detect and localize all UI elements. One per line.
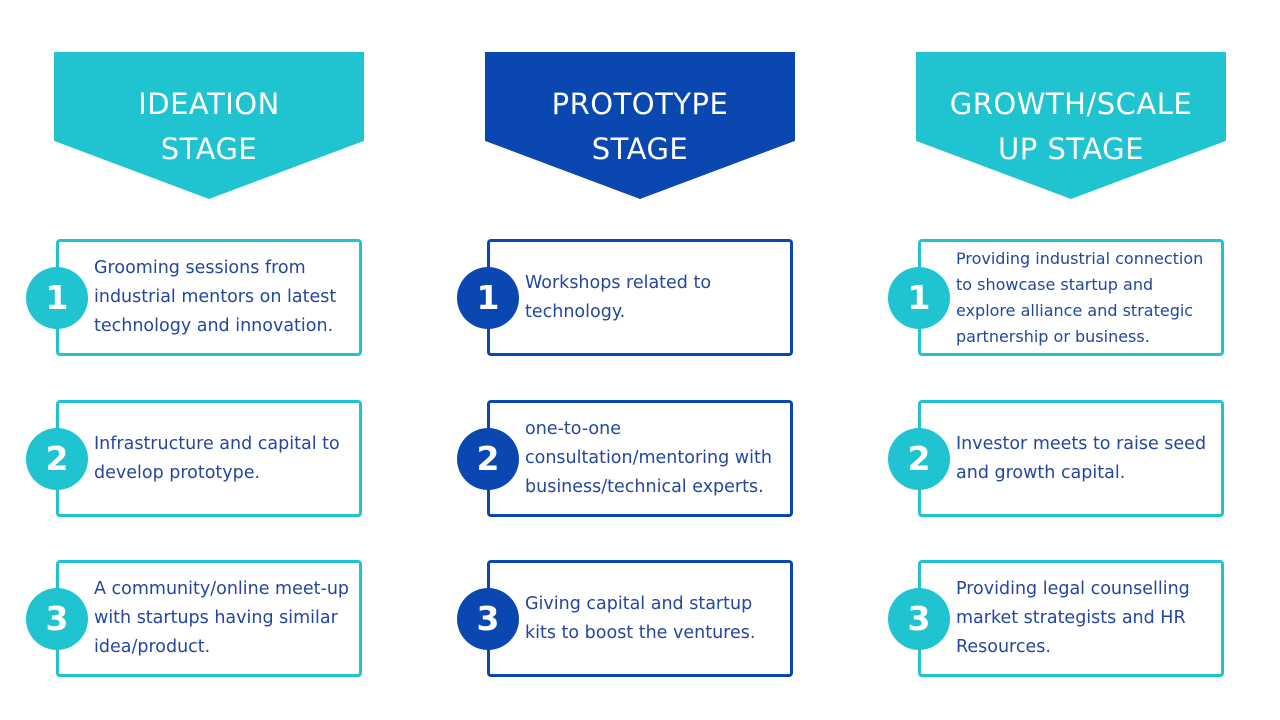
growth-step-2-card: 2 Investor meets to raise seed and growt…	[888, 400, 1224, 517]
step-number-badge: 3	[26, 588, 88, 650]
growth-stage-column: GROWTH/SCALE UP STAGE 1 Providing indust…	[888, 0, 1228, 720]
step-number-badge: 2	[888, 428, 950, 490]
step-description: Giving capital and startup kits to boost…	[525, 593, 756, 643]
ideation-step-3-card: 3 A community/online meet-up with startu…	[26, 560, 362, 677]
step-description: one-to-one consultation/mentoring with b…	[525, 419, 772, 497]
growth-step-3-card: 3 Providing legal counselling market str…	[888, 560, 1224, 677]
step-number-badge: 2	[457, 428, 519, 490]
step-description: Infrastructure and capital to develop pr…	[94, 433, 340, 483]
prototype-step-2-card: 2 one-to-one consultation/mentoring with…	[457, 400, 793, 517]
step-number-badge: 1	[457, 267, 519, 329]
step-number-badge: 1	[888, 267, 950, 329]
ideation-step-2-card: 2 Infrastructure and capital to develop …	[26, 400, 362, 517]
step-number-badge: 3	[888, 588, 950, 650]
step-description: Workshops related to technology.	[525, 272, 712, 322]
prototype-stage-title: PROTOTYPE STAGE	[551, 87, 729, 166]
ideation-stage-title: IDEATION STAGE	[138, 87, 280, 166]
step-description: Grooming sessions from industrial mentor…	[94, 258, 337, 336]
growth-step-1-card: 1 Providing industrial connection to sho…	[888, 239, 1224, 356]
step-description: Providing industrial connection to showc…	[956, 248, 1204, 346]
step-number-badge: 3	[457, 588, 519, 650]
growth-stage-title: GROWTH/SCALE UP STAGE	[949, 87, 1193, 166]
ideation-stage-column: IDEATION STAGE 1 Grooming sessions from …	[26, 0, 366, 720]
prototype-step-3-card: 3 Giving capital and startup kits to boo…	[457, 560, 793, 677]
step-description: A community/online meet-up with startups…	[94, 579, 350, 657]
prototype-step-1-card: 1 Workshops related to technology.	[457, 239, 793, 356]
ideation-step-1-card: 1 Grooming sessions from industrial ment…	[26, 239, 362, 356]
step-number-badge: 1	[26, 267, 88, 329]
step-number-badge: 2	[26, 428, 88, 490]
step-description: Investor meets to raise seed and growth …	[956, 433, 1207, 483]
step-description: Providing legal counselling market strat…	[956, 579, 1190, 657]
prototype-stage-column: PROTOTYPE STAGE 1 Workshops related to t…	[457, 0, 797, 720]
